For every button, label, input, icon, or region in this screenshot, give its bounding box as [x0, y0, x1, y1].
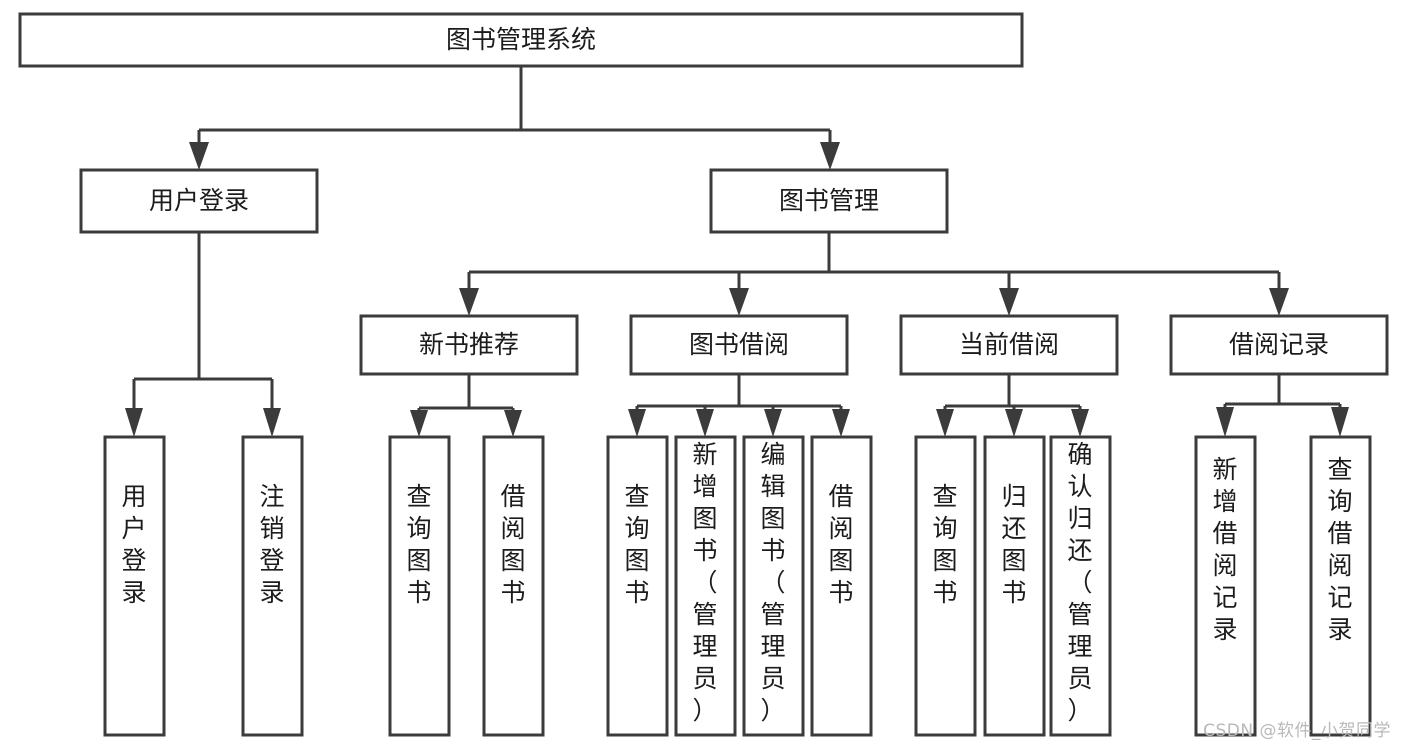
arrow-head-leaf-add-record	[1216, 407, 1234, 437]
node-leaf-add-record[interactable]: 新增借阅记录	[1194, 435, 1257, 737]
node-book-borrow-label: 图书借阅	[689, 330, 789, 359]
arrow-head-leaf-query-record	[1331, 407, 1349, 437]
node-leaf-add-book[interactable]: 新增图书（管理员）	[674, 435, 737, 737]
connector-group-book-borrow	[628, 374, 850, 437]
node-leaf-logout-login-label: 注销登录	[259, 482, 284, 607]
node-leaf-query-book-3[interactable]: 查询图书	[914, 435, 977, 737]
node-leaf-edit-book-box[interactable]	[742, 435, 805, 737]
arrow-head-leaf-return-book	[1005, 409, 1023, 437]
node-leaf-borrow-book-1-label: 借阅图书	[500, 482, 525, 607]
arrow-head-user-login	[189, 142, 209, 170]
node-leaf-user-login-box[interactable]	[103, 435, 166, 737]
node-new-book-recommend[interactable]: 新书推荐	[359, 314, 579, 376]
node-leaf-borrow-book-1[interactable]: 借阅图书	[482, 435, 545, 737]
node-leaf-return-book-label: 归还图书	[1001, 482, 1026, 607]
connector-group-book-manage	[459, 232, 1289, 316]
connector-group-new-book-recommend	[410, 374, 522, 437]
arrow-head-leaf-user-login	[125, 408, 143, 437]
node-leaf-query-record[interactable]: 查询借阅记录	[1309, 435, 1372, 737]
node-borrow-record-box[interactable]	[1169, 314, 1389, 376]
arrow-head-leaf-query-book-1	[410, 410, 428, 437]
node-current-borrow[interactable]: 当前借阅	[899, 314, 1119, 376]
node-book-manage-box[interactable]	[709, 168, 949, 234]
node-leaf-add-record-label: 新增借阅记录	[1212, 455, 1237, 644]
node-book-borrow-box[interactable]	[629, 314, 849, 376]
connector-group-root	[189, 66, 840, 170]
node-root-label: 图书管理系统	[446, 25, 596, 54]
node-leaf-query-book-1-box[interactable]	[388, 435, 451, 737]
arrow-head-new-book-recommend	[459, 288, 479, 316]
node-leaf-user-login[interactable]: 用户登录	[103, 435, 166, 737]
node-root-box[interactable]	[18, 12, 1024, 68]
node-leaf-return-book-box[interactable]	[983, 435, 1046, 737]
node-borrow-record-label: 借阅记录	[1229, 330, 1329, 359]
arrow-head-leaf-borrow-book-1	[504, 410, 522, 437]
connector-group-borrow-record	[1216, 374, 1349, 437]
arrow-head-leaf-logout-login	[263, 408, 281, 437]
node-leaf-borrow-book-1-box[interactable]	[482, 435, 545, 737]
arrow-head-leaf-query-book-2	[628, 409, 646, 437]
connector-group-user-login	[125, 232, 281, 437]
arrow-head-leaf-edit-book	[764, 409, 782, 437]
node-leaf-query-book-1-label: 查询图书	[406, 482, 431, 607]
arrow-head-leaf-confirm-return	[1071, 409, 1089, 437]
arrow-head-borrow-record	[1269, 288, 1289, 316]
node-current-borrow-label: 当前借阅	[959, 330, 1059, 359]
node-user-login-box[interactable]	[79, 168, 319, 234]
node-leaf-confirm-return-box[interactable]	[1049, 435, 1112, 737]
arrow-head-book-borrow	[729, 288, 749, 316]
node-leaf-confirm-return[interactable]: 确认归还（管理员）	[1049, 435, 1112, 737]
node-leaf-user-login-label: 用户登录	[121, 482, 146, 607]
node-root[interactable]: 图书管理系统	[18, 12, 1024, 68]
node-leaf-query-book-2[interactable]: 查询图书	[606, 435, 669, 737]
node-leaf-confirm-return-label: 确认归还（管理员）	[1067, 440, 1092, 725]
arrow-head-leaf-add-book	[696, 409, 714, 437]
node-leaf-query-book-2-label: 查询图书	[624, 482, 649, 607]
node-new-book-recommend-label: 新书推荐	[419, 330, 519, 359]
node-leaf-query-record-label: 查询借阅记录	[1327, 455, 1352, 644]
node-book-manage[interactable]: 图书管理	[709, 168, 949, 234]
node-borrow-record[interactable]: 借阅记录	[1169, 314, 1389, 376]
node-user-login-label: 用户登录	[149, 186, 249, 215]
node-user-login[interactable]: 用户登录	[79, 168, 319, 234]
connector-group-current-borrow	[936, 374, 1089, 437]
node-leaf-edit-book[interactable]: 编辑图书（管理员）	[742, 435, 805, 737]
node-book-borrow[interactable]: 图书借阅	[629, 314, 849, 376]
node-leaf-edit-book-label: 编辑图书（管理员）	[760, 440, 785, 725]
node-leaf-query-book-1[interactable]: 查询图书	[388, 435, 451, 737]
node-leaf-add-book-label: 新增图书（管理员）	[692, 440, 717, 725]
arrow-head-leaf-query-book-3	[936, 409, 954, 437]
node-new-book-recommend-box[interactable]	[359, 314, 579, 376]
arrow-head-leaf-borrow-book-2	[832, 409, 850, 437]
node-leaf-add-book-box[interactable]	[674, 435, 737, 737]
node-leaf-query-record-box[interactable]	[1309, 435, 1372, 737]
node-leaf-logout-login-box[interactable]	[241, 435, 304, 737]
node-current-borrow-box[interactable]	[899, 314, 1119, 376]
node-leaf-borrow-book-2-box[interactable]	[810, 435, 873, 737]
arrow-head-current-borrow	[999, 288, 1019, 316]
node-leaf-return-book[interactable]: 归还图书	[983, 435, 1046, 737]
node-leaf-borrow-book-2[interactable]: 借阅图书	[810, 435, 873, 737]
arrow-head-book-manage	[820, 142, 840, 170]
node-leaf-query-book-3-box[interactable]	[914, 435, 977, 737]
node-leaf-logout-login[interactable]: 注销登录	[241, 435, 304, 737]
node-leaf-borrow-book-2-label: 借阅图书	[828, 482, 853, 607]
node-leaf-query-book-2-box[interactable]	[606, 435, 669, 737]
csdn-watermark: CSDN @软件_小贺同学	[1203, 721, 1391, 741]
node-leaf-add-record-box[interactable]	[1194, 435, 1257, 737]
node-leaf-query-book-3-label: 查询图书	[932, 482, 957, 607]
node-book-manage-label: 图书管理	[779, 186, 879, 215]
